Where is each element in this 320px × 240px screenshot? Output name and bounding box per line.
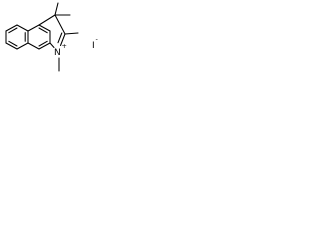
methyl-groups	[54, 2, 79, 72]
bond	[38, 14, 56, 26]
iodide-negative-charge: -	[96, 35, 99, 43]
gem-dimethyl-bond	[54, 2, 59, 16]
middle-benzene-ring	[27, 24, 51, 50]
nitrogen-positive-charge: +	[62, 42, 67, 50]
bond	[38, 42, 51, 50]
bond	[27, 24, 40, 32]
bond	[54, 14, 66, 35]
double-bond-inner-line	[57, 32, 63, 44]
left-benzene-ring	[5, 24, 29, 50]
c2-methyl-bond	[64, 32, 79, 35]
iodide-atom-label: I	[92, 41, 95, 51]
nitrogen-atom-label: N	[54, 48, 61, 58]
bond	[38, 24, 51, 32]
molecule-structure-diagram: N + I -	[5, 2, 99, 72]
bond	[5, 24, 18, 32]
double-bond-inner-line	[38, 40, 48, 47]
five-membered-ring	[38, 14, 66, 49]
double-bond-inner-line	[8, 40, 18, 47]
double-bond-inner-line	[38, 27, 48, 34]
bond	[16, 42, 29, 50]
bond	[27, 42, 40, 50]
bond	[16, 24, 29, 32]
bond	[5, 42, 18, 50]
double-bond-inner-line	[8, 27, 18, 34]
bond	[59, 33, 66, 47]
bond	[49, 42, 55, 49]
